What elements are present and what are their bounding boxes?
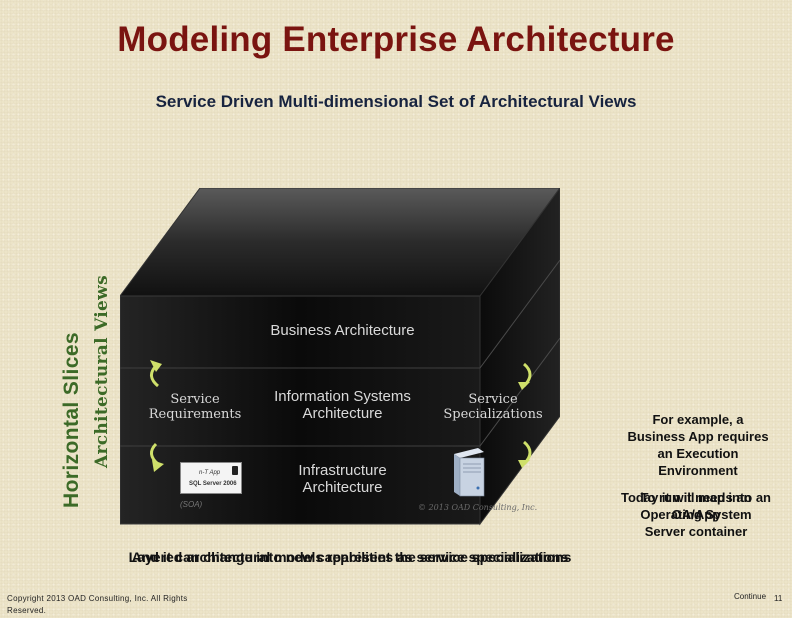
continue-link[interactable]: Continue: [734, 591, 754, 602]
architectural-views-label: Architectural Views: [92, 275, 112, 468]
bottom-overlap-text-2: Layered architectural models represent t…: [100, 549, 600, 565]
infrastructure-architecture-layer: Infrastructure Architecture: [270, 462, 415, 497]
slide-subtitle: Service Driven Multi-dimensional Set of …: [0, 92, 792, 112]
server-tower-icon: [448, 446, 488, 498]
sql-server-card: n-T App SQL Server 2006: [180, 462, 242, 494]
information-systems-layer: Information Systems Architecture: [270, 388, 415, 423]
horizontal-slices-label: Horizontal Slices: [60, 332, 84, 508]
copyright-footer: Copyright 2013 OAD Consulting, Inc. All …: [7, 593, 227, 618]
server-mini-icon: [232, 466, 238, 475]
sql-card-line2: SQL Server 2006: [189, 481, 237, 487]
server-container-note: Server container: [620, 524, 772, 539]
cube-watermark: © 2013 OAD Consulting, Inc.: [418, 503, 537, 512]
service-specializations-label: Service Specializations: [438, 393, 548, 423]
example-note: For example, a Business App requires an …: [622, 412, 774, 480]
page-number: 11: [774, 594, 782, 603]
service-requirements-label: Service Requirements: [140, 393, 250, 423]
business-architecture-layer: Business Architecture: [270, 322, 415, 339]
soa-mark: (SOA): [180, 500, 202, 509]
slide-title: Modeling Enterprise Architecture: [0, 20, 792, 60]
sql-card-line1: n-T App: [199, 470, 220, 476]
overlap-note-b: Today it will map into an OA/App: [620, 490, 772, 524]
